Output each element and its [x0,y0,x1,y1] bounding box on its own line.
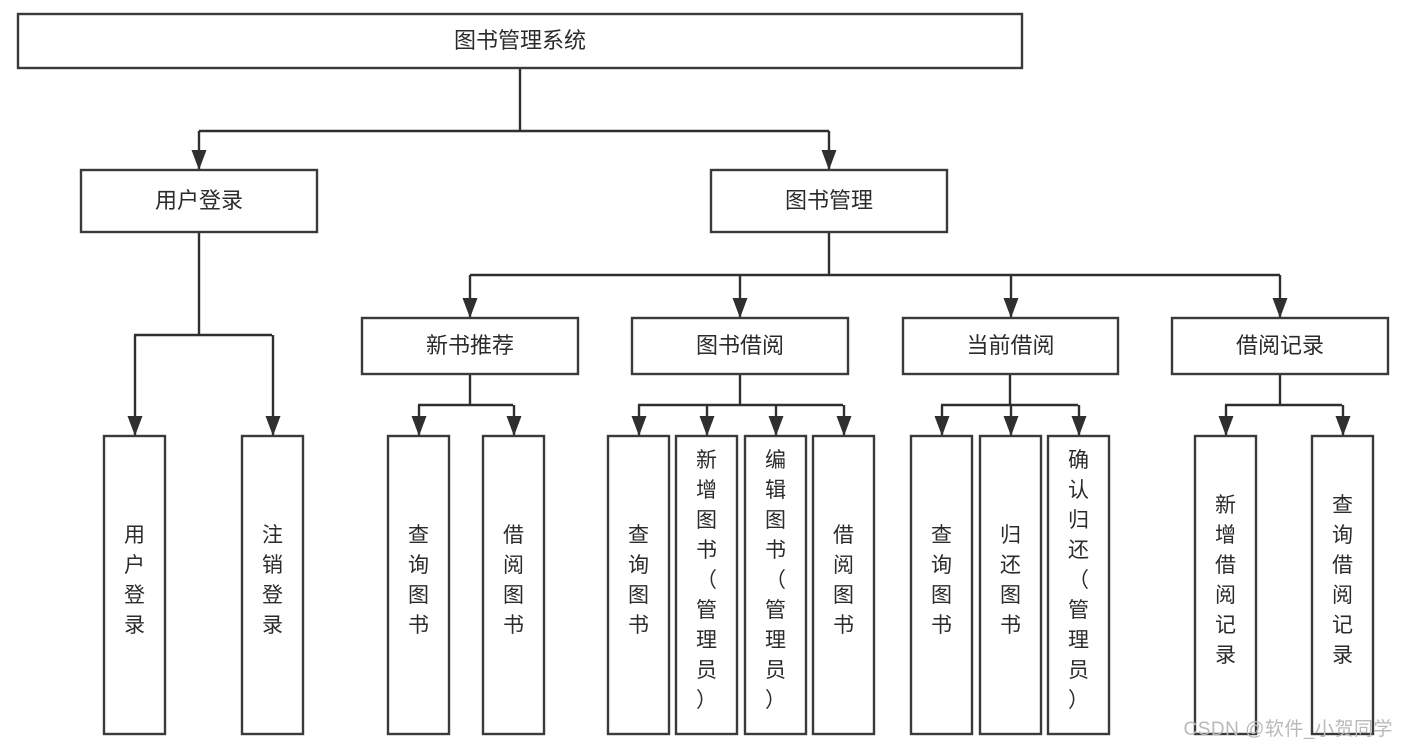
arrow-head-icon [462,298,478,318]
node-label: 新书推荐 [426,333,514,358]
node-label: 借阅记录 [1236,333,1324,358]
arrow-head-icon [506,416,522,436]
node-box [674,434,739,736]
node-new-book-rec[interactable]: 新书推荐 [360,316,580,376]
node-leaf-query-book-3[interactable]: 查询图书 [909,434,974,736]
arrow-head-icon [836,416,852,436]
arrow-head-icon [265,416,281,436]
node-box [1310,434,1375,736]
node-book-manage[interactable]: 图书管理 [709,168,949,234]
arrow-head-icon [821,150,837,170]
node-label: 图书管理 [785,188,873,213]
node-box [79,168,319,234]
node-box [811,434,876,736]
connector-layer [127,68,1351,436]
node-layer: 图书管理系统用户登录图书管理新书推荐图书借阅当前借阅借阅记录用户登录注销登录查询… [16,12,1390,736]
arrow-head-icon [127,416,143,436]
node-leaf-logout[interactable]: 注销登录 [240,434,305,736]
node-leaf-add-book[interactable]: 新增图书（管理员） [674,434,739,736]
node-leaf-borrow-book-1[interactable]: 借阅图书 [481,434,546,736]
node-box [909,434,974,736]
arrow-head-icon [191,150,207,170]
node-label: 查询借阅记录 [1332,494,1353,667]
node-box [16,12,1024,70]
node-box [709,168,949,234]
node-box [901,316,1120,376]
node-box [386,434,451,736]
node-box [240,434,305,736]
node-label: 注销登录 [262,524,283,637]
node-box [630,316,850,376]
node-box [606,434,671,736]
node-box [1170,316,1390,376]
node-label: 图书管理系统 [454,28,586,53]
node-box [1193,434,1258,736]
node-label: 确认归还（管理员） [1068,449,1089,712]
node-root[interactable]: 图书管理系统 [16,12,1024,70]
node-box [1046,434,1111,736]
node-label: 查询图书 [408,524,429,637]
node-leaf-borrow-book-2[interactable]: 借阅图书 [811,434,876,736]
node-label: 新增图书（管理员） [696,449,717,712]
node-box [743,434,808,736]
arrow-head-icon [1071,416,1087,436]
node-user-login[interactable]: 用户登录 [79,168,319,234]
node-box [102,434,167,736]
node-label: 归还图书 [1000,524,1021,637]
node-book-borrow[interactable]: 图书借阅 [630,316,850,376]
arrow-head-icon [1335,416,1351,436]
node-label: 借阅图书 [503,524,524,637]
arrow-head-icon [768,416,784,436]
node-label: 借阅图书 [833,524,854,637]
arrow-head-icon [411,416,427,436]
node-leaf-query-record[interactable]: 查询借阅记录 [1310,434,1375,736]
node-box [481,434,546,736]
arrow-head-icon [699,416,715,436]
node-label: 用户登录 [155,188,243,213]
node-leaf-query-book-1[interactable]: 查询图书 [386,434,451,736]
node-label: 当前借阅 [966,333,1054,358]
node-leaf-edit-book[interactable]: 编辑图书（管理员） [743,434,808,736]
node-label: 图书借阅 [696,333,784,358]
node-leaf-user-login[interactable]: 用户登录 [102,434,167,736]
node-borrow-record[interactable]: 借阅记录 [1170,316,1390,376]
arrow-head-icon [1003,416,1019,436]
node-label: 用户登录 [124,524,145,637]
node-current-borrow[interactable]: 当前借阅 [901,316,1120,376]
node-leaf-confirm-return[interactable]: 确认归还（管理员） [1046,434,1111,736]
arrow-head-icon [631,416,647,436]
arrow-head-icon [934,416,950,436]
node-leaf-return-book[interactable]: 归还图书 [978,434,1043,736]
node-box [978,434,1043,736]
arrow-head-icon [732,298,748,318]
node-box [360,316,580,376]
arrow-head-icon [1272,298,1288,318]
node-leaf-query-book-2[interactable]: 查询图书 [606,434,671,736]
node-label: 查询图书 [628,524,649,637]
arrow-head-icon [1003,298,1019,318]
node-label: 新增借阅记录 [1215,494,1236,667]
node-label: 查询图书 [931,524,952,637]
node-leaf-add-record[interactable]: 新增借阅记录 [1193,434,1258,736]
arrow-head-icon [1218,416,1234,436]
node-label: 编辑图书（管理员） [765,449,786,712]
